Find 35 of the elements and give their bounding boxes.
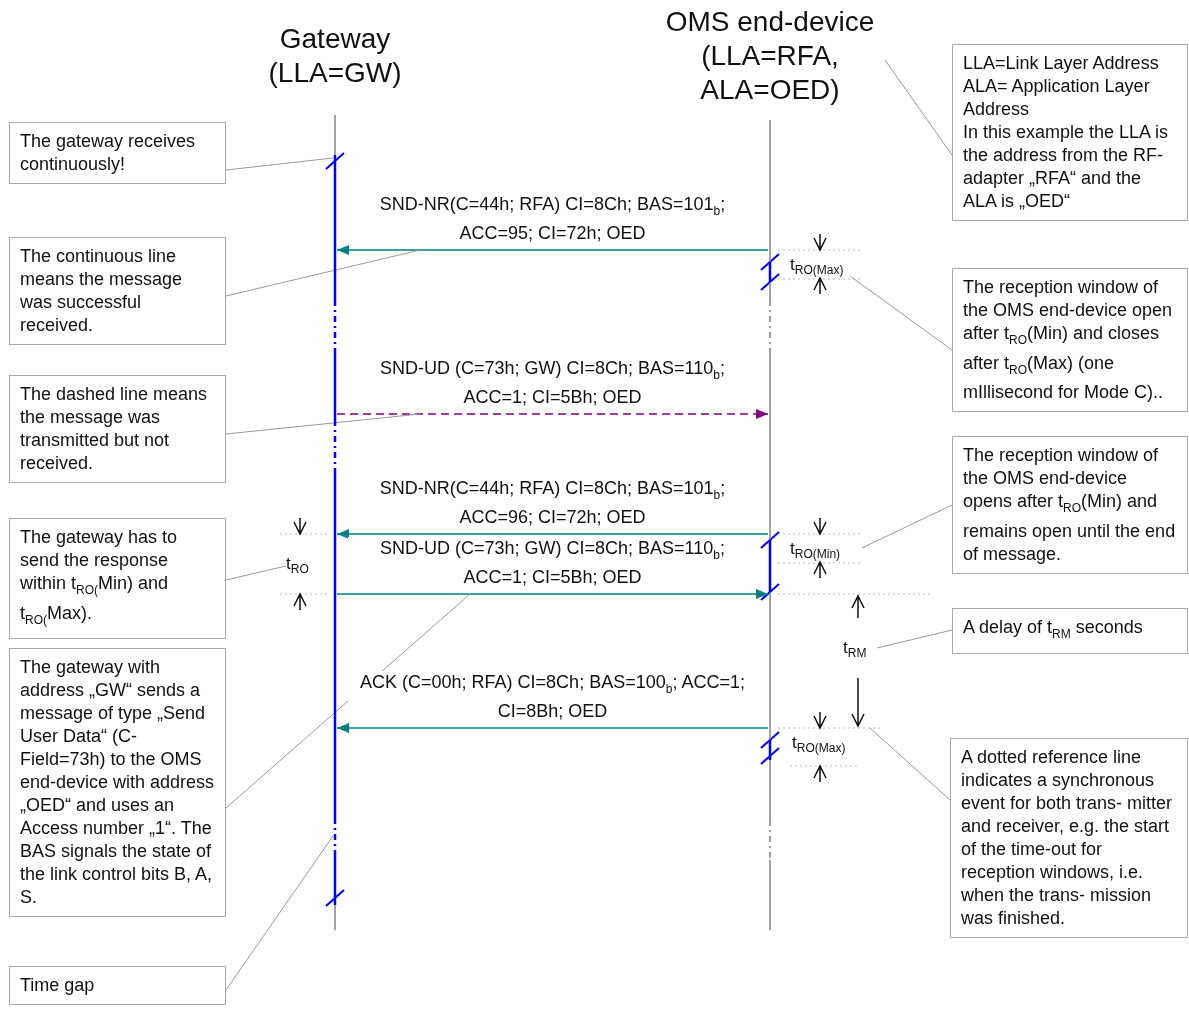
leader-line xyxy=(225,565,287,581)
timing-label: t$_{RO(Min)}$ xyxy=(790,537,862,560)
message-arrow xyxy=(336,723,769,733)
lifeline-heading: Gateway (LLA=GW) xyxy=(235,22,435,90)
message-arrow xyxy=(336,409,769,419)
leader-line xyxy=(869,727,951,801)
leader-line xyxy=(884,59,953,156)
annotation-note: Time gap xyxy=(9,966,226,1005)
annotation-note: The reception window of the OMS end-device open after t$_{RO}$(Min) and closes after t$_{RO}$(Max) (one mIllisecond for Mode C).. xyxy=(952,268,1188,413)
leader-line xyxy=(225,413,421,435)
annotation-note: The continuous line means the message was successful received. xyxy=(9,237,226,345)
annotation-note: A dotted reference line indicates a synchronous event for both trans- mitter and receiver, e.g. the start of the time-out for reception windows, i.e. when the trans- mission was finished. xyxy=(950,738,1188,938)
timing-label: t$_{RO}$ xyxy=(286,552,316,576)
message-arrow xyxy=(336,529,769,539)
leader-line xyxy=(849,275,953,351)
timing-label: t$_{RO(Max)}$ xyxy=(790,253,862,276)
annotation-note: LLA=Link Layer Address ALA= Application Layer Address In this example the LLA is the address from the RF-adapter „RFA“ and the ALA is „OED“ xyxy=(952,44,1188,221)
lifeline xyxy=(333,115,337,930)
leader-line xyxy=(225,835,334,991)
annotation-note: The gateway with address „GW“ sends a message of type „Send User Data“ (C-Field=73h) to the OMS end-device with address „OED“ and uses an Access number „1“. The BAS signals the state of the link control bits B, A, S. xyxy=(9,648,226,917)
annotation-note: The gateway receives continuously! xyxy=(9,122,226,184)
leader-line xyxy=(876,629,953,649)
leader-line xyxy=(861,504,953,549)
annotation-note: The reception window of the OMS end-device opens after t$_{RO}$(Min) and remains open until the end of message. xyxy=(952,436,1188,574)
annotation-note: A delay of t$_{RM}$ seconds xyxy=(952,608,1188,654)
leader-line xyxy=(225,157,334,171)
timing-label: t$_{RO(Max)}$ xyxy=(792,731,864,754)
message-arrow xyxy=(336,245,769,255)
annotation-note: The gateway has to send the response within t$_{RO(}$Min) and t$_{RO(}$Max). xyxy=(9,518,226,640)
message-arrow xyxy=(336,589,769,599)
leader-line xyxy=(225,249,421,297)
timing-label: t$_{RM}$ xyxy=(843,636,877,660)
lifeline xyxy=(768,120,772,930)
annotation-note: The dashed line means the message was transmitted but not received. xyxy=(9,375,226,483)
lifeline-heading: OMS end-device (LLA=RFA, ALA=OED) xyxy=(655,5,885,107)
